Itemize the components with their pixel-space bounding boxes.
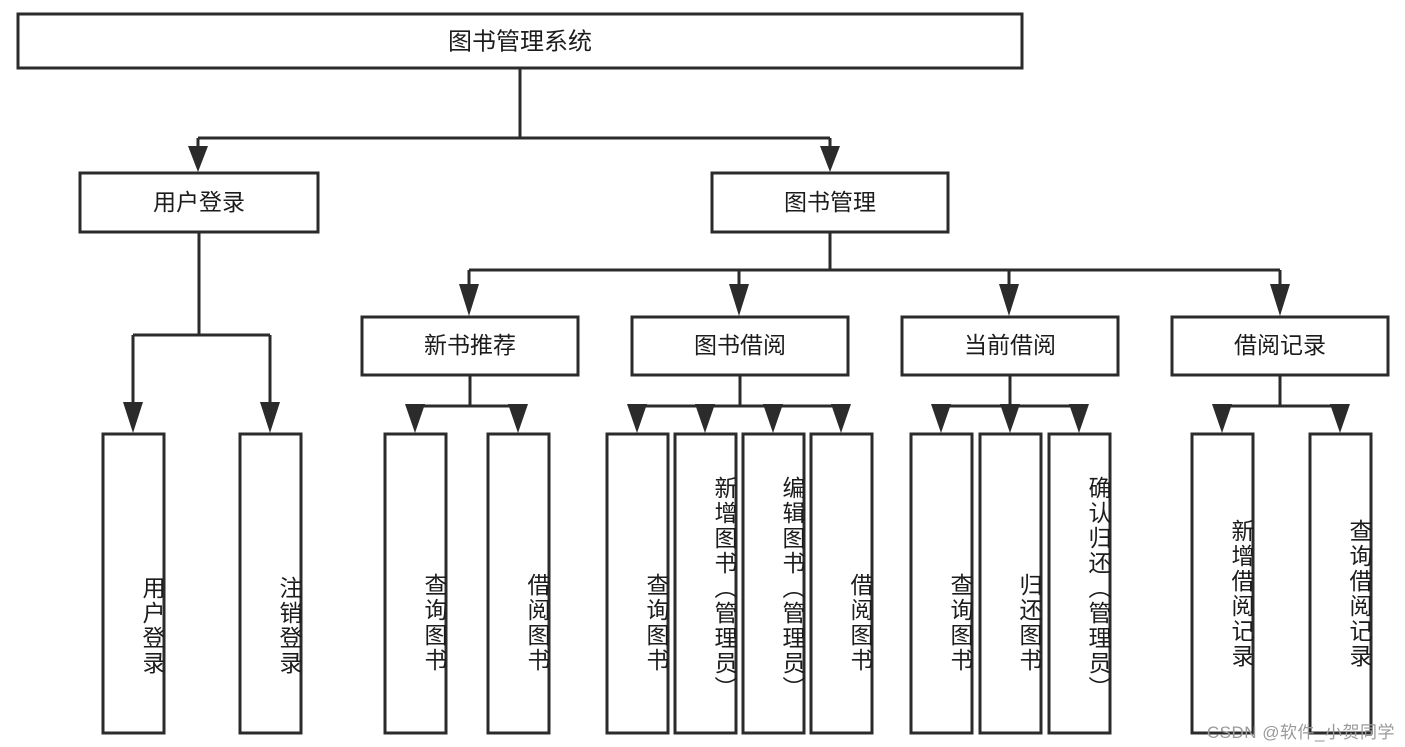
leaf-box-query-record[interactable] (1308, 432, 1373, 735)
leaf-box-return-book[interactable] (978, 432, 1043, 735)
arrow-leaf-add-record (1212, 404, 1232, 433)
leaf-box-query-book-2[interactable] (605, 432, 670, 735)
arrow-new-book-recommend (459, 284, 479, 316)
arrow-leaf-user-logout (260, 402, 280, 433)
leaf-box-borrow-book-1[interactable] (486, 432, 551, 735)
arrow-leaf-confirm-return (1069, 404, 1089, 433)
leaf-box-query-book-1[interactable] (383, 432, 448, 735)
node-current-borrow[interactable]: 当前借阅 (900, 315, 1120, 377)
arrow-leaf-query-record (1330, 404, 1350, 433)
node-user-login[interactable]: 用户登录 (78, 171, 320, 234)
leaf-box-add-book[interactable] (673, 432, 738, 735)
arrow-leaf-add-book (695, 404, 715, 433)
arrow-leaf-query-book-2 (627, 404, 647, 433)
root-label: 图书管理系统 (448, 28, 592, 55)
arrow-leaf-return-book (1000, 404, 1020, 433)
borrow-record-label: 借阅记录 (1234, 332, 1326, 358)
arrow-leaf-edit-book (763, 404, 783, 433)
root-box[interactable] (16, 12, 1024, 70)
borrow-record-box[interactable] (1170, 315, 1390, 377)
arrow-borrow-record (1270, 284, 1290, 316)
leaf-box-confirm-return[interactable] (1047, 432, 1112, 735)
node-new-book-recommend[interactable]: 新书推荐 (360, 315, 580, 377)
csdn-watermark: CSDN @软件_小贺同学 (1206, 723, 1395, 742)
arrow-leaf-query-book-1 (405, 404, 425, 433)
book-management-label: 图书管理 (784, 189, 876, 215)
arrow-current-borrow (999, 284, 1019, 316)
arrow-book-management (820, 146, 840, 172)
arrow-leaf-user-login (123, 402, 143, 433)
leaf-box-edit-book[interactable] (741, 432, 806, 735)
leaf-box-query-book-3[interactable] (909, 432, 974, 735)
node-borrow-record[interactable]: 借阅记录 (1170, 315, 1390, 377)
leaf-box-user-login[interactable] (101, 432, 166, 735)
user-login-label: 用户登录 (153, 189, 245, 215)
node-book-management[interactable]: 图书管理 (710, 171, 950, 234)
node-book-borrow[interactable]: 图书借阅 (630, 315, 850, 377)
book-borrow-box[interactable] (630, 315, 850, 377)
arrow-leaf-borrow-book-2 (831, 404, 851, 433)
new-book-recommend-label: 新书推荐 (424, 332, 516, 358)
node-root[interactable]: 图书管理系统 (16, 12, 1024, 70)
current-borrow-box[interactable] (900, 315, 1120, 377)
current-borrow-label: 当前借阅 (964, 332, 1056, 358)
book-borrow-label: 图书借阅 (694, 332, 786, 358)
arrow-leaf-query-book-3 (931, 404, 951, 433)
leaf-box-user-logout[interactable] (238, 432, 303, 735)
leaf-box-borrow-book-2[interactable] (809, 432, 874, 735)
new-book-recommend-box[interactable] (360, 315, 580, 377)
arrow-user-login (188, 146, 208, 172)
leaf-box-add-record[interactable] (1190, 432, 1255, 735)
arrow-leaf-borrow-book-1 (508, 404, 528, 433)
book-management-box[interactable] (710, 171, 950, 234)
arrow-book-borrow (729, 284, 749, 316)
